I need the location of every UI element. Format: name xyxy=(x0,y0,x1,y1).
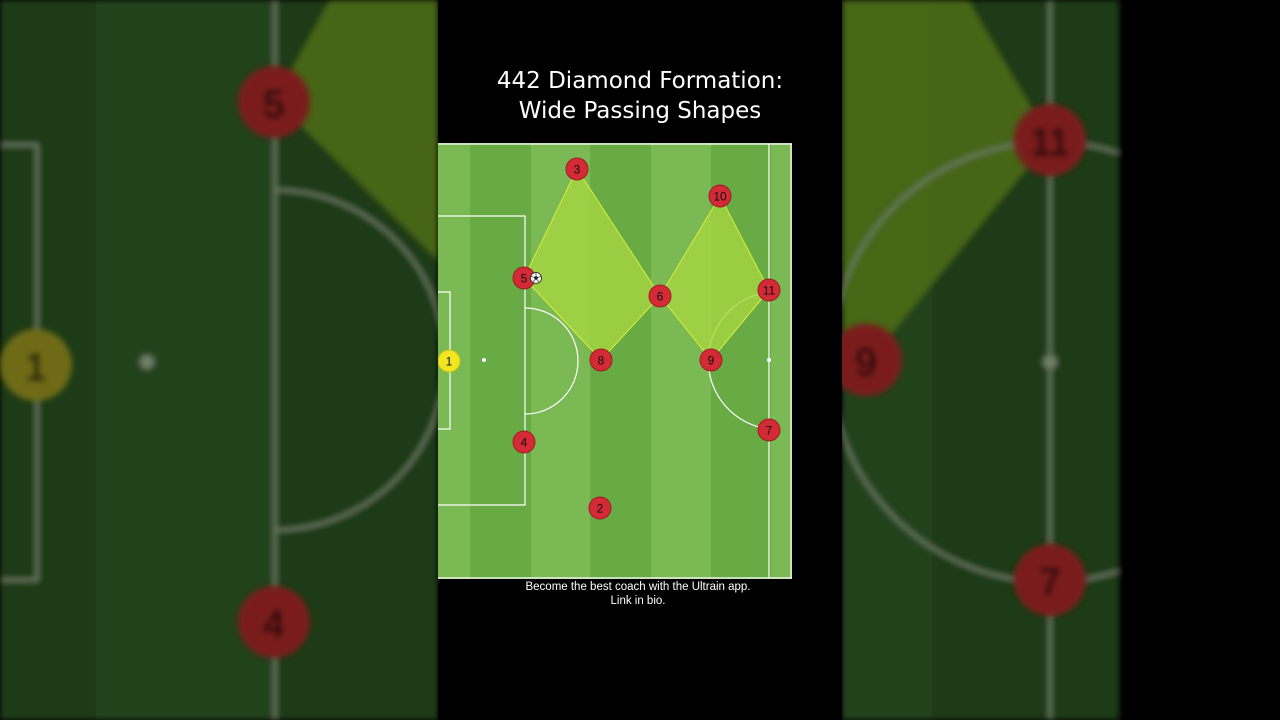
blurred-player-label: 9 xyxy=(855,342,876,384)
player-token xyxy=(648,284,672,308)
blurred-player-label: 4 xyxy=(263,604,284,646)
player-7-marker: 7 xyxy=(757,418,781,442)
blurred-player-label: 1 xyxy=(25,347,46,389)
title-line-2: Wide Passing Shapes xyxy=(518,98,762,124)
player-token xyxy=(438,349,461,373)
title-line-1: 442 Diamond Formation: xyxy=(496,68,784,94)
pitch-stripes xyxy=(438,143,792,579)
player-token xyxy=(588,496,612,520)
promo-caption: Become the best coach with the Ultrain a… xyxy=(498,580,778,608)
player-number: 7 xyxy=(766,424,773,438)
player-token xyxy=(757,278,781,302)
player-token xyxy=(699,348,723,372)
player-number: 4 xyxy=(521,436,528,450)
player-token xyxy=(708,184,732,208)
player-11-marker: 11 xyxy=(757,278,781,302)
player-number: 5 xyxy=(521,272,528,286)
player-token xyxy=(565,157,589,181)
player-5-marker: 5 xyxy=(512,266,536,290)
football-pitch: 1 2 3 4 5 6 7 8 9 10 11 xyxy=(438,143,792,579)
player-number: 11 xyxy=(763,284,776,298)
blurred-player-markers xyxy=(0,66,1086,658)
centre-spot xyxy=(767,358,771,362)
player-number: 10 xyxy=(713,190,727,204)
player-10-marker: 10 xyxy=(708,184,732,208)
player-number: 9 xyxy=(708,354,715,368)
blurred-player-label: 5 xyxy=(263,84,284,126)
player-number: 2 xyxy=(597,502,604,516)
player-token xyxy=(757,418,781,442)
soccer-ball-icon xyxy=(530,272,542,284)
penalty-spot xyxy=(482,358,486,362)
caption-line-2: Link in bio. xyxy=(610,595,666,607)
video-frame: 442 Diamond Formation: Wide Passing Shap… xyxy=(438,0,842,720)
caption-line-1: Become the best coach with the Ultrain a… xyxy=(525,581,751,593)
player-number: 6 xyxy=(657,290,664,304)
player-token xyxy=(512,430,536,454)
player-3-marker: 3 xyxy=(565,157,589,181)
player-6-marker: 6 xyxy=(648,284,672,308)
pitch-stripe xyxy=(470,143,531,579)
player-4-marker: 4 xyxy=(512,430,536,454)
player-number: 1 xyxy=(446,355,453,369)
blurred-player-label: 11 xyxy=(1030,122,1069,164)
player-number: 3 xyxy=(574,163,581,177)
pitch-stripe xyxy=(771,143,792,579)
blurred-player-label: 7 xyxy=(1039,562,1060,604)
player-number: 8 xyxy=(598,354,605,368)
player-8-marker: 8 xyxy=(589,348,613,372)
player-2-marker: 2 xyxy=(588,496,612,520)
video-title: 442 Diamond Formation: Wide Passing Shap… xyxy=(438,66,842,126)
player-9-marker: 9 xyxy=(699,348,723,372)
players: 1 2 3 4 5 6 7 8 9 10 11 xyxy=(438,157,781,520)
player-1-marker: 1 xyxy=(438,349,461,373)
player-token xyxy=(589,348,613,372)
